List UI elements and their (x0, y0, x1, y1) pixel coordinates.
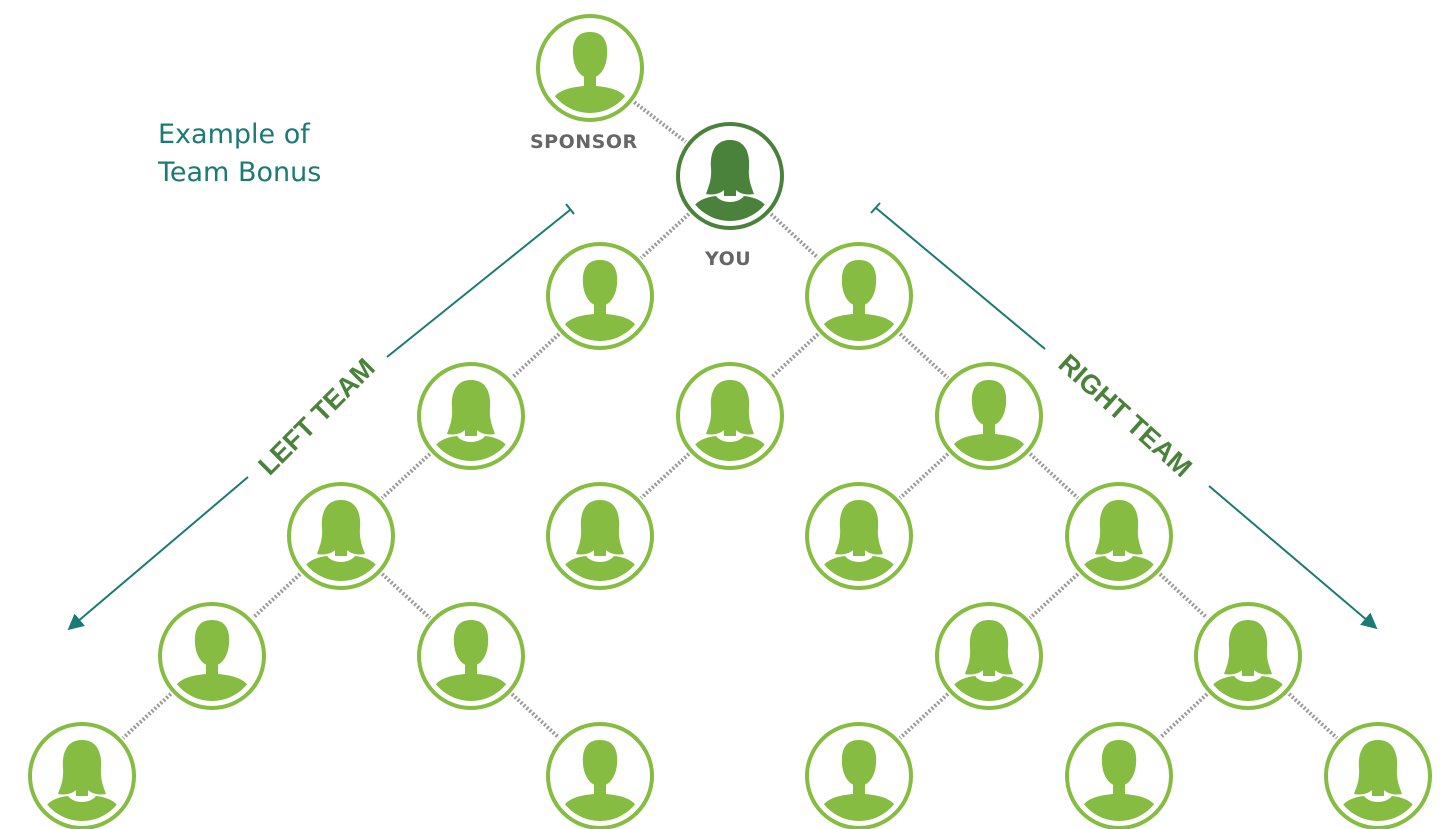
person-icon (558, 500, 642, 581)
member-node (546, 482, 654, 590)
person-icon (1336, 740, 1420, 821)
person-icon (429, 620, 513, 701)
member-node (1194, 602, 1302, 710)
connector-l4b-l5b (510, 692, 561, 740)
connector-l3-l4b (380, 572, 432, 620)
connector-r3-r4a (1028, 572, 1080, 620)
person-icon (817, 500, 901, 581)
person-icon (947, 380, 1031, 461)
connector-c2-c3a (639, 452, 691, 500)
member-node (805, 482, 913, 590)
you-label: YOU (705, 248, 752, 270)
sponsor-node (536, 14, 644, 122)
member-node (935, 362, 1043, 470)
person-icon (817, 740, 901, 821)
person-icon (558, 260, 642, 341)
member-node (805, 722, 913, 829)
member-node (28, 722, 136, 829)
member-node (805, 242, 913, 350)
person-icon (1077, 740, 1161, 821)
person-icon (429, 380, 513, 461)
person-icon (558, 740, 642, 821)
right-team-label: RIGHT TEAM (1053, 348, 1198, 483)
connector-r2-c3b (898, 452, 950, 500)
connector-l2-l3 (380, 452, 432, 500)
person-icon (947, 620, 1031, 701)
connector-sponsor-you (633, 100, 687, 144)
person-icon (170, 620, 254, 701)
person-icon (688, 380, 772, 461)
member-node (1065, 482, 1173, 590)
person-icon (817, 260, 901, 341)
member-node (676, 362, 784, 470)
person-icon (40, 740, 124, 821)
person-icon (1077, 500, 1161, 581)
connector-l3-l4a (251, 572, 302, 620)
right-team-arrow (870, 202, 1378, 630)
member-node (417, 362, 525, 470)
person-icon (1206, 620, 1290, 701)
connector-r4b-r5c (1287, 692, 1339, 740)
member-nodes (28, 14, 1432, 829)
connector-l4a-l5a (121, 692, 173, 740)
person-icon (548, 32, 632, 113)
connector-r1-r2 (898, 332, 950, 380)
you-node (676, 122, 784, 230)
caption-line-2: Team Bonus (158, 157, 322, 188)
connector-r4a-r5a (898, 692, 950, 740)
connector-r1-c2 (769, 332, 820, 380)
diagram-caption: Example of Team Bonus (158, 116, 321, 192)
connector-you-l1 (639, 212, 691, 260)
left-team-arrow (67, 203, 575, 631)
member-node (417, 602, 525, 710)
connector-lines (121, 100, 1339, 740)
member-node (546, 722, 654, 829)
member-node (546, 242, 654, 350)
member-node (1065, 722, 1173, 829)
connector-r2-r3 (1028, 452, 1080, 500)
member-node (1324, 722, 1432, 829)
person-icon (299, 500, 383, 581)
connector-r3-r4b (1158, 572, 1209, 620)
member-node (935, 602, 1043, 710)
caption-line-1: Example of (158, 119, 310, 150)
connector-you-r1 (769, 212, 820, 260)
left-team-label: LEFT TEAM (253, 353, 381, 481)
connector-r4b-r5b (1158, 692, 1209, 740)
person-icon (688, 140, 772, 221)
member-node (287, 482, 395, 590)
member-node (158, 602, 266, 710)
sponsor-label: SPONSOR (530, 131, 638, 153)
connector-l1-l2 (510, 332, 561, 380)
